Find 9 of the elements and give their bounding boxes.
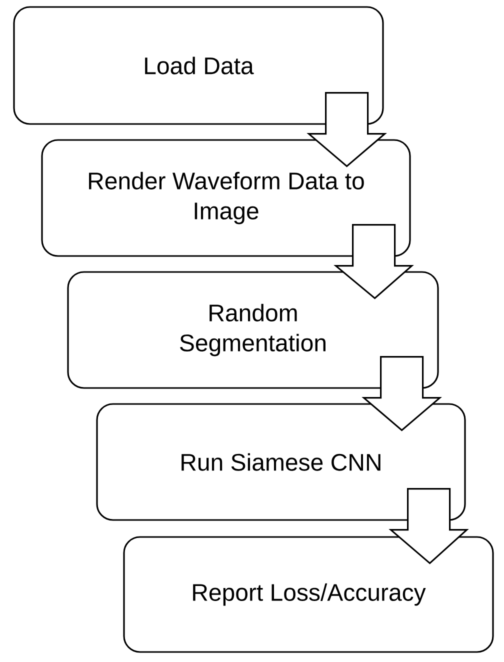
process-box: Load Data [13,6,384,125]
process-box: Random Segmentation [67,271,439,389]
block-arrow [306,92,387,168]
block-arrow [388,488,469,564]
process-box: Report Loss/Accuracy [123,536,494,653]
block-arrow [362,356,442,432]
block-arrow [334,224,414,300]
process-box: Render Waveform Data to Image [41,139,411,257]
process-box: Run Siamese CNN [96,403,466,521]
